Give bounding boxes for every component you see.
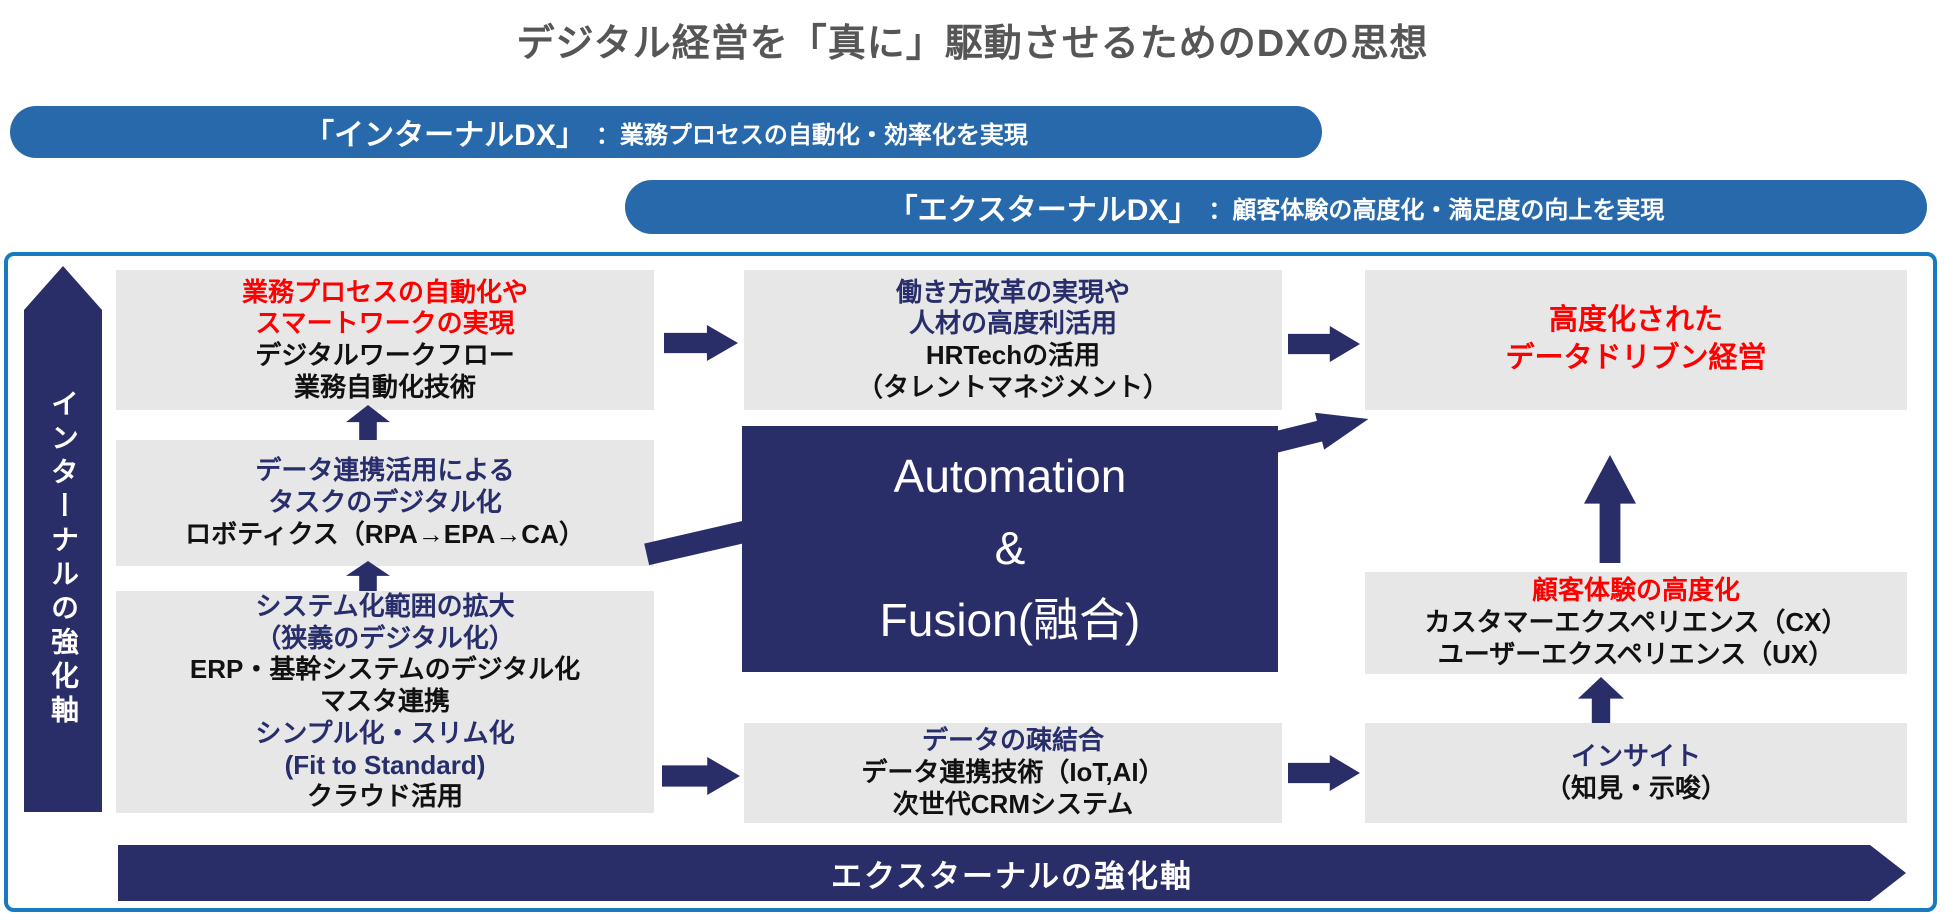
diagram-frame (4, 252, 1937, 912)
box-line: 顧客体験の高度化 (1531, 575, 1740, 606)
internal-dx-label: 「インターナルDX」 (304, 119, 586, 152)
box-line: ロボティクス（RPA→EPA→CA） (185, 518, 585, 549)
box-line: 人材の高度利活用 (908, 308, 1117, 339)
box-line: インサイト (1570, 741, 1701, 772)
box-line: 高度化された (1548, 304, 1723, 337)
box-data-driven-management: 高度化された データドリブン経営 (1365, 270, 1907, 410)
box-line: & (994, 522, 1026, 575)
box-line: Automation (893, 450, 1127, 503)
box-customer-experience: 顧客体験の高度化 カスタマーエクスペリエンス（CX） ユーザーエクスペリエンス（… (1365, 572, 1907, 674)
box-insight: インサイト （知見・示唆） (1365, 723, 1907, 823)
box-line: マスタ連携 (319, 686, 450, 717)
external-axis-right-arrow: エクスターナルの強化軸 (118, 845, 1906, 901)
box-line: ユーザーエクスペリエンス（UX） (1437, 638, 1835, 669)
box-line: (Fit to Standard) (284, 749, 486, 780)
box-line: （知見・示唆） (1544, 773, 1727, 803)
external-dx-label: 「エクスターナルDX」 (887, 194, 1199, 227)
box-automation-fusion: Automation & Fusion(融合) (742, 426, 1278, 672)
internal-dx-description: ：業務プロセスの自動化・効率化を実現 (595, 121, 1028, 149)
box-process-automation: 業務プロセスの自動化や スマートワークの実現 デジタルワークフロー 業務自動化技… (116, 270, 654, 410)
internal-dx-banner: 「インターナルDX」 ：業務プロセスの自動化・効率化を実現 (10, 106, 1322, 158)
box-line: （狭義のデジタル化） (255, 622, 515, 653)
internal-axis-up-arrow: インターナルの強化軸 (24, 266, 102, 812)
box-line: データドリブン経営 (1505, 342, 1767, 374)
box-line: 業務プロセスの自動化や (241, 276, 528, 307)
box-line: ERP・基幹システムのデジタル化 (189, 654, 581, 685)
box-line: デジタルワークフロー (255, 340, 515, 370)
external-dx-description: ：顧客体験の高度化・満足度の向上を実現 (1208, 196, 1665, 224)
box-line: （タレントマネジメント） (856, 371, 1169, 402)
box-line: HRTechの活用 (925, 340, 1101, 370)
box-line: 働き方改革の実現や (895, 276, 1130, 307)
box-line: データの疎結合 (921, 725, 1104, 756)
box-line: クラウド活用 (306, 781, 463, 812)
internal-axis-label: インターナルの強化軸 (48, 389, 79, 729)
external-axis-label: エクスターナルの強化軸 (830, 858, 1194, 894)
box-system-expansion: システム化範囲の拡大 （狭義のデジタル化） ERP・基幹システムのデジタル化 マ… (116, 591, 654, 813)
page-title: デジタル経営を「真に」駆動させるためのDXの思想 (516, 23, 1429, 65)
box-line: データ連携技術（IoT,AI） (861, 757, 1165, 788)
box-line: Fusion(融合) (879, 593, 1141, 646)
box-line: データ連携活用による (255, 455, 515, 486)
box-loose-coupling: データの疎結合 データ連携技術（IoT,AI） 次世代CRMシステム (744, 723, 1282, 823)
external-dx-banner: 「エクスターナルDX」 ：顧客体験の高度化・満足度の向上を実現 (625, 180, 1927, 234)
box-line: 次世代CRMシステム (892, 788, 1134, 819)
box-line: スマートワークの実現 (255, 308, 515, 339)
box-line: カスタマーエクスペリエンス（CX） (1424, 607, 1848, 638)
box-line: シンプル化・スリム化 (255, 717, 515, 748)
box-data-task-digitization: データ連携活用による タスクのデジタル化 ロボティクス（RPA→EPA→CA） (116, 440, 654, 566)
box-line: 業務自動化技術 (293, 371, 476, 402)
box-line: システム化範囲の拡大 (255, 590, 515, 621)
box-line: タスクのデジタル化 (268, 487, 502, 518)
box-workstyle-reform: 働き方改革の実現や 人材の高度利活用 HRTechの活用 （タレントマネジメント… (744, 270, 1282, 410)
